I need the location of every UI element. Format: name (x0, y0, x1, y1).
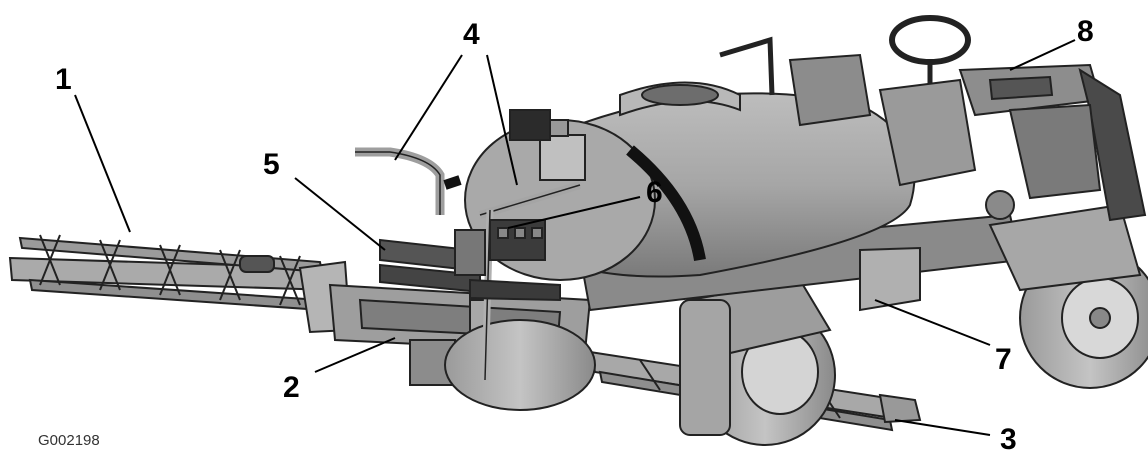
leader-line-3 (894, 419, 991, 436)
leader-line-4a (394, 54, 463, 161)
callout-5: 5 (263, 148, 280, 181)
callout-6: 6 (646, 176, 663, 209)
leader-line-1 (74, 94, 131, 233)
operator-station (719, 15, 1015, 220)
callout-3: 3 (1000, 423, 1017, 456)
control-panel (958, 63, 1147, 222)
callout-2: 2 (283, 371, 300, 404)
leader-line-2 (314, 337, 396, 373)
leader-line-6 (507, 196, 641, 229)
leader-line-7 (874, 299, 991, 346)
callout-8: 8 (1077, 15, 1094, 48)
callout-4: 4 (463, 18, 480, 51)
leader-lines (74, 39, 1076, 436)
hoses-and-valves (379, 219, 561, 302)
callout-7: 7 (995, 343, 1012, 376)
callout-1: 1 (55, 63, 72, 96)
leader-line-8 (1009, 39, 1076, 71)
figure-id-label: G002198 (38, 432, 100, 449)
leader-line-4b (486, 54, 518, 186)
spray-tank (464, 81, 916, 281)
leader-line-5 (294, 177, 386, 251)
left-boom-arm (8, 234, 352, 334)
